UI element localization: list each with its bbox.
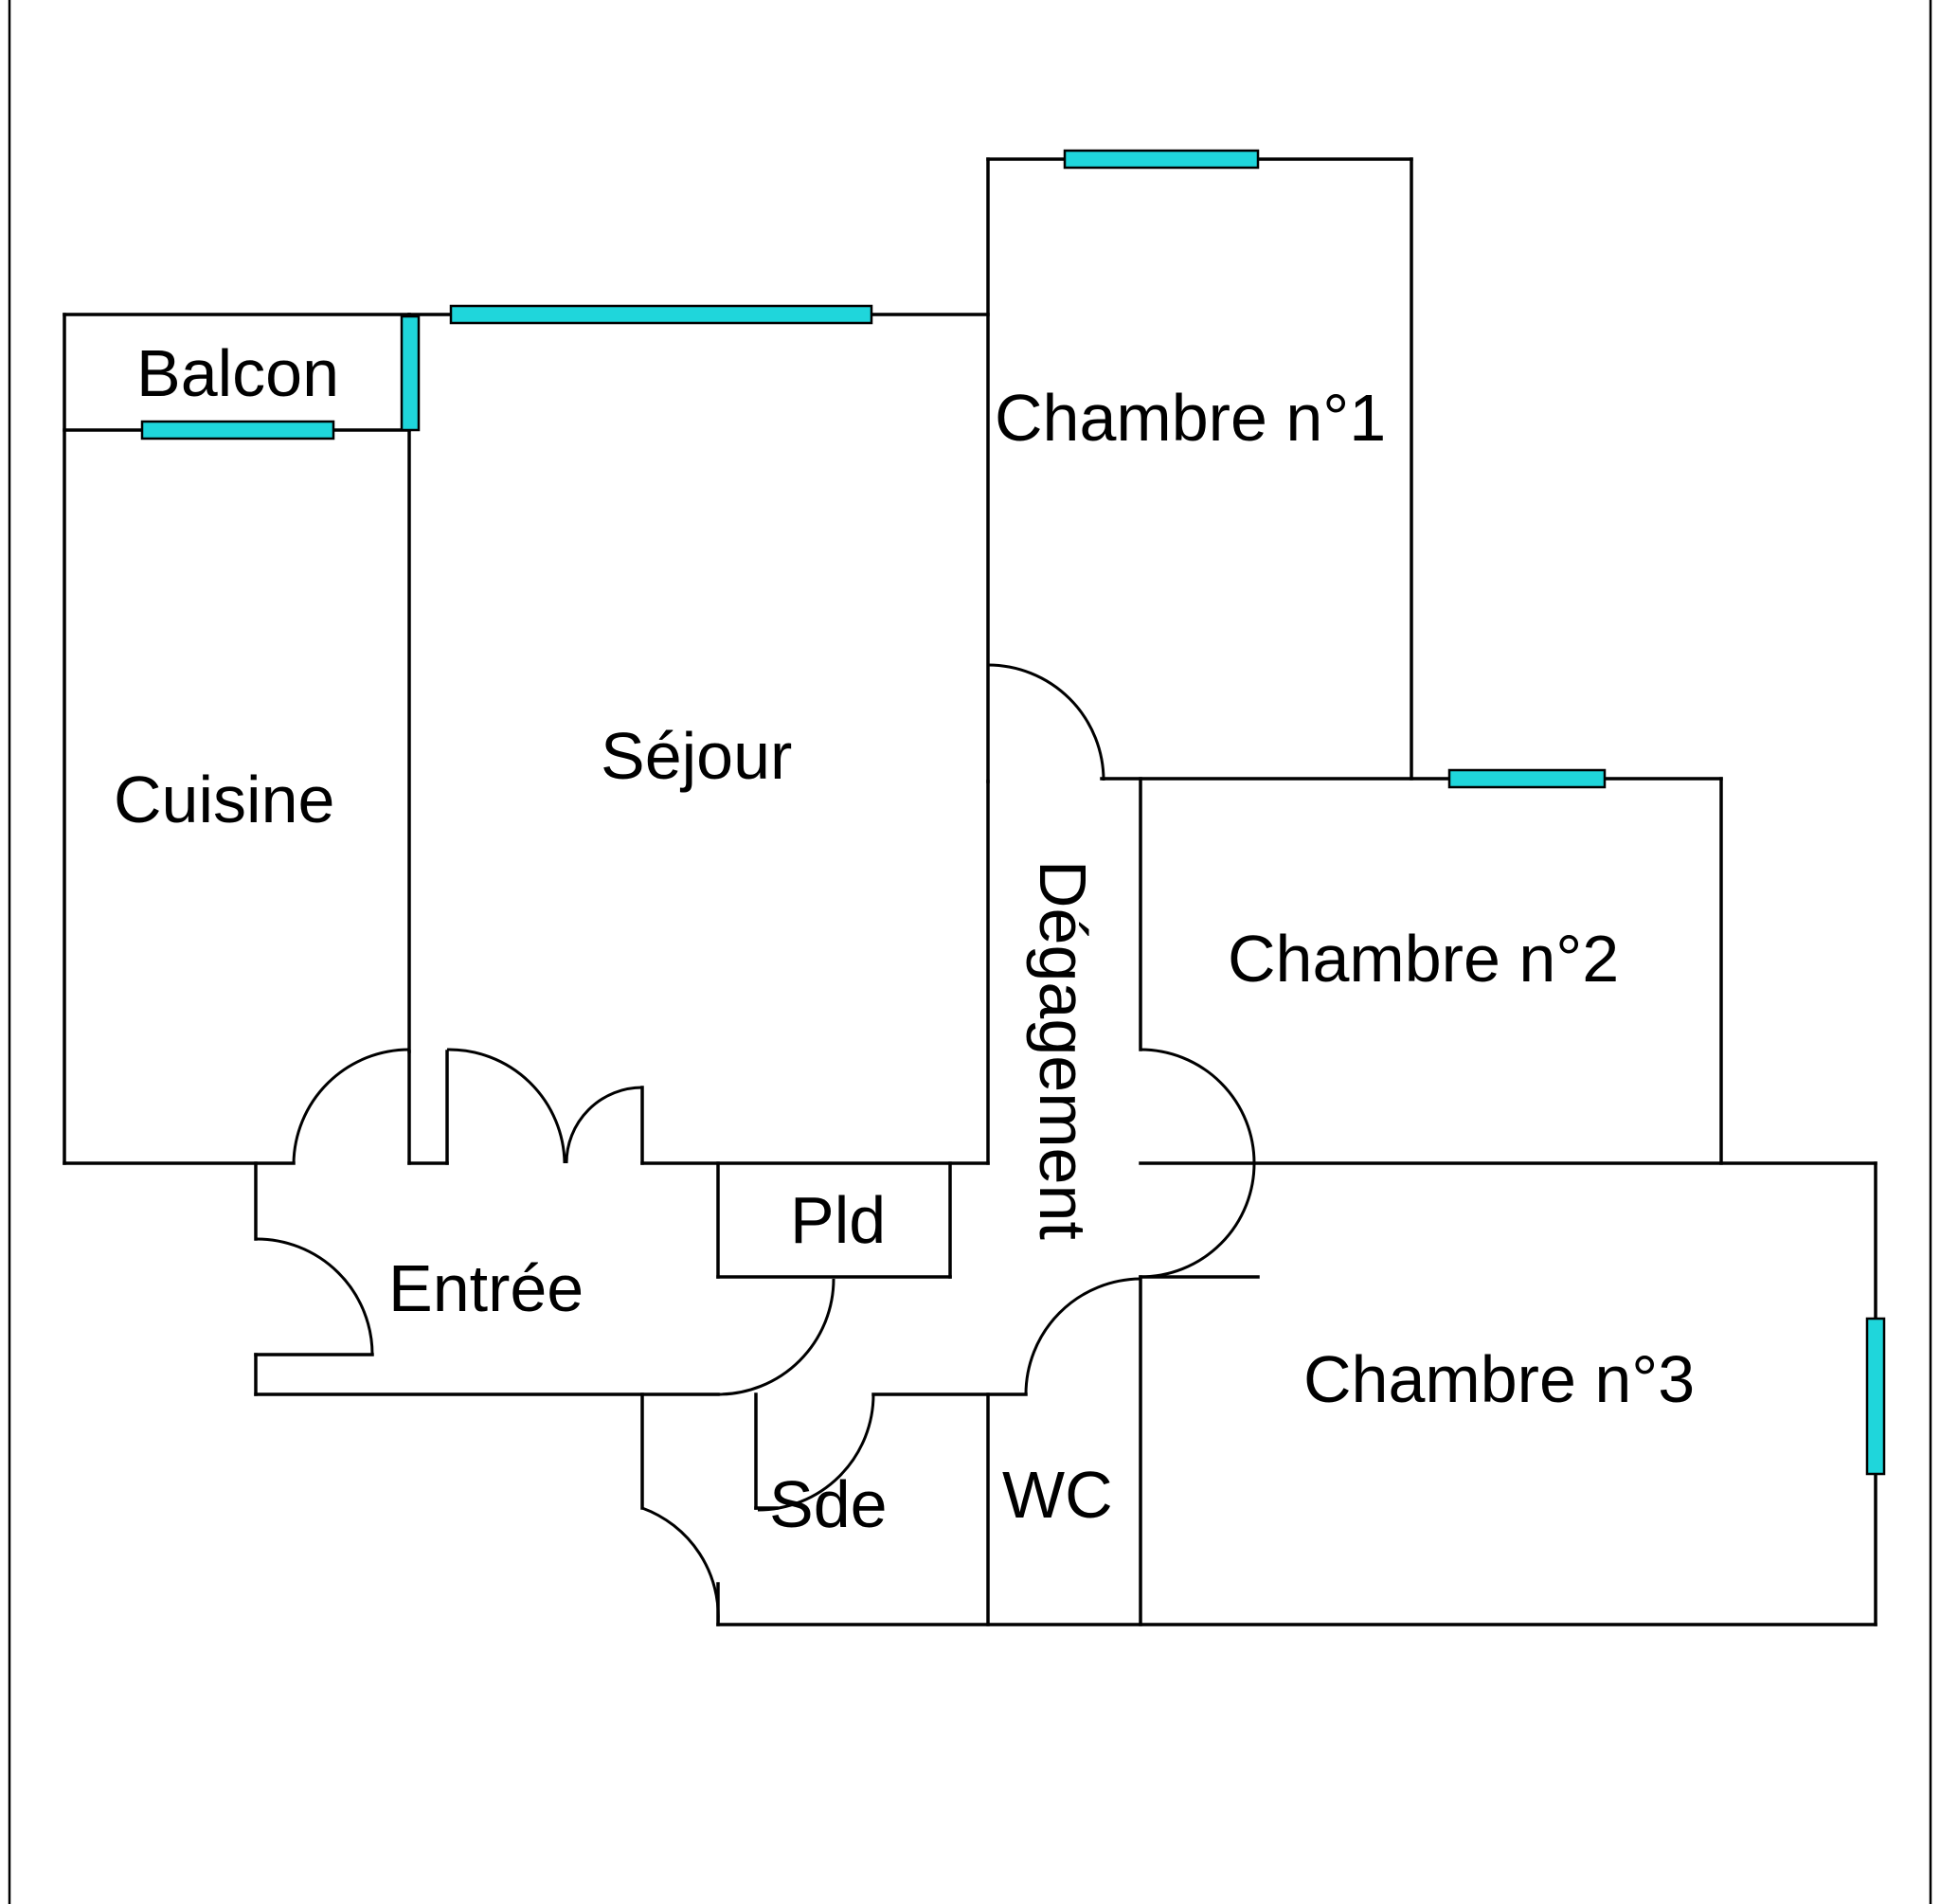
frame <box>8 0 1932 1904</box>
label-balcon: Balcon <box>136 336 339 410</box>
door-entree <box>255 1237 374 1356</box>
window-chambre3 <box>1865 1317 1886 1476</box>
label-entree: Entrée <box>388 1251 584 1325</box>
window-chambre1 <box>1063 149 1260 170</box>
door-chambre1 <box>987 663 1105 781</box>
door-sejour <box>446 1048 566 1164</box>
label-chambre1: Chambre n°1 <box>995 381 1386 455</box>
door-sejour-2 <box>565 1086 643 1164</box>
labels: Balcon Cuisine Séjour Chambre n°1 Chambr… <box>114 336 1695 1541</box>
label-pld: Pld <box>790 1183 886 1257</box>
label-cuisine: Cuisine <box>114 763 334 836</box>
door-pld <box>717 1278 835 1396</box>
window-chambre2 <box>1447 768 1607 789</box>
door-sde-2 <box>641 1506 720 1626</box>
label-sejour: Séjour <box>601 719 792 793</box>
doors <box>255 663 1256 1626</box>
label-wc: WC <box>1002 1458 1113 1532</box>
label-chambre2: Chambre n°2 <box>1228 922 1619 996</box>
walls <box>63 157 1877 1626</box>
window-cuisine <box>140 420 335 440</box>
door-sde <box>757 1393 875 1512</box>
door-cuisine <box>292 1048 410 1164</box>
label-chambre3: Chambre n°3 <box>1303 1342 1695 1416</box>
door-chambre3 <box>1024 1277 1141 1395</box>
windows <box>140 149 1886 1476</box>
label-degagement: Dégagement <box>1026 860 1100 1240</box>
window-sejour <box>449 304 873 325</box>
door-chambre2 <box>1140 1048 1256 1279</box>
window-balcon <box>400 314 421 432</box>
label-sde: Sde <box>769 1467 888 1541</box>
